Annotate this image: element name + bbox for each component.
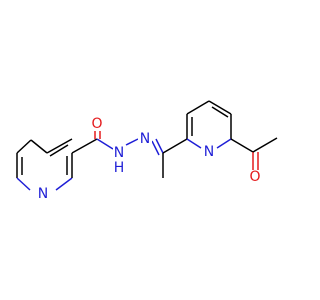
bond xyxy=(211,106,229,118)
atom-layer: O N N H N N O xyxy=(35,116,262,202)
bond xyxy=(162,138,188,154)
atom-hydrogen-amide: H xyxy=(114,160,125,176)
atom-nitrogen-amide: N xyxy=(114,145,124,161)
bond xyxy=(16,139,32,154)
bond xyxy=(186,100,210,115)
bond xyxy=(71,138,98,154)
bond xyxy=(55,177,73,191)
atom-background xyxy=(35,187,49,201)
atom-background xyxy=(248,170,262,184)
atom-nitrogen-pyridine-right: N xyxy=(204,144,214,160)
atom-nitrogen-hydrazone: N xyxy=(140,131,150,147)
bond xyxy=(252,137,278,153)
atom-oxygen-amide: O xyxy=(91,116,102,132)
bond xyxy=(16,177,31,191)
bond xyxy=(151,140,160,156)
bond xyxy=(125,138,139,146)
atom-nitrogen-pyridine-left: N xyxy=(38,186,48,202)
atom-background xyxy=(202,145,216,159)
molecule-structure: O N N H N N O xyxy=(16,100,278,202)
bond xyxy=(49,144,69,157)
bond xyxy=(46,138,73,154)
atom-background xyxy=(138,132,152,146)
bond xyxy=(155,138,164,154)
bond xyxy=(208,100,232,115)
atom-oxygen-ketone: O xyxy=(249,169,260,185)
atom-background xyxy=(90,117,104,131)
atom-background xyxy=(113,145,126,158)
bond xyxy=(186,138,202,149)
bond xyxy=(30,139,48,154)
bond xyxy=(96,138,114,150)
bond xyxy=(230,138,254,153)
bond xyxy=(216,138,232,149)
